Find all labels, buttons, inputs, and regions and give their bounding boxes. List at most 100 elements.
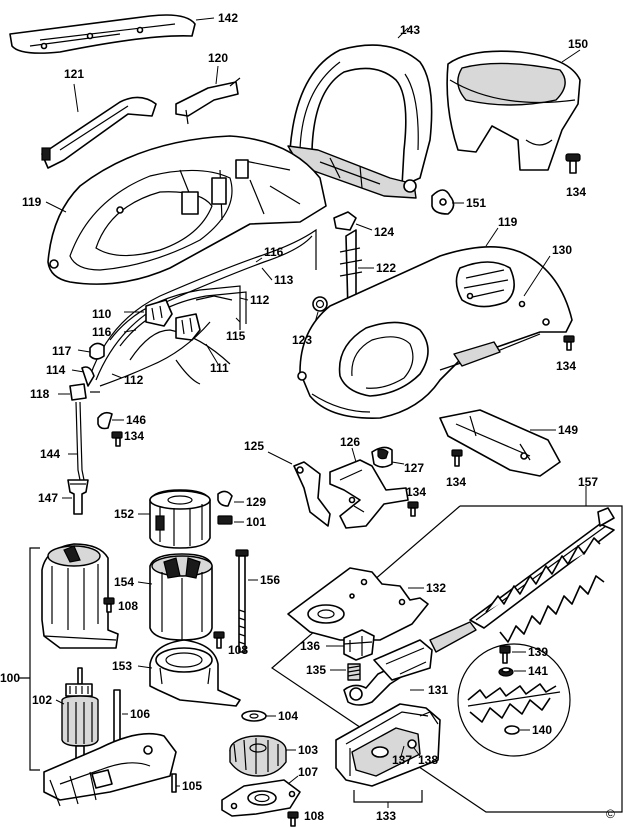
part-136-drive-nut [343, 629, 375, 661]
part-102-armature [61, 667, 99, 763]
part-104-washer [241, 710, 267, 722]
label-132: 132 [426, 581, 446, 595]
part-146-cable-clip [97, 411, 113, 430]
label-134: 134 [566, 185, 586, 199]
label-151: 151 [466, 196, 486, 210]
copyright-mark: © [606, 807, 615, 821]
label-117: 117 [52, 344, 72, 358]
part-157-blade-assembly-frame [271, 486, 623, 813]
label-121: 121 [64, 67, 84, 81]
part-134-screw [111, 431, 123, 447]
label-133: 133 [376, 809, 396, 823]
label-147: 147 [38, 491, 58, 505]
label-118: 118 [30, 387, 50, 401]
label-134: 134 [556, 359, 576, 373]
part-118-cord-guard [69, 383, 100, 401]
label-146: 146 [126, 413, 146, 427]
part-100-motor-assembly-bracket [18, 547, 40, 771]
label-142: 142 [218, 11, 238, 25]
part-127-grommet [371, 446, 393, 468]
label-101: 101 [246, 515, 266, 529]
label-104: 104 [278, 709, 298, 723]
label-103: 103 [298, 743, 318, 757]
label-111: 111 [210, 361, 229, 375]
part-124-switch-button [333, 211, 357, 231]
label-106: 106 [130, 707, 150, 721]
label-105: 105 [182, 779, 202, 793]
part-131-crank [343, 621, 477, 706]
label-152: 152 [114, 507, 134, 521]
part-111-terminal-block [175, 313, 201, 341]
part-156-screw [235, 549, 249, 653]
part-140-washer [504, 725, 520, 735]
label-139: 139 [528, 645, 548, 659]
label-100: 100 [0, 671, 20, 685]
part-144-power-cord [75, 401, 85, 481]
label-110: 110 [92, 307, 112, 321]
label-119: 119 [498, 215, 518, 229]
label-120: 120 [208, 51, 228, 65]
part-121-switch-lever [41, 96, 157, 169]
label-150: 150 [568, 37, 588, 51]
label-136: 136 [300, 639, 320, 653]
part-labels: 142 143 150 121 120 119 134 151 124 119 … [0, 11, 615, 823]
part-119-housing-half-left [47, 135, 327, 285]
label-108: 108 [118, 599, 138, 613]
label-135: 135 [306, 663, 326, 677]
label-129: 129 [246, 495, 266, 509]
part-133-gearbox-housing [335, 703, 441, 787]
part-motor-assembly [41, 543, 119, 649]
label-112: 112 [124, 373, 144, 387]
part-114-cable-sleeve [81, 366, 95, 387]
part-120-latch [175, 77, 241, 125]
label-122: 122 [376, 261, 396, 275]
label-134: 134 [406, 485, 426, 499]
part-107-cover-plate [221, 779, 301, 817]
label-123: 123 [292, 333, 312, 347]
part-154-field-stator [149, 553, 213, 641]
label-144: 144 [40, 447, 60, 461]
label-149: 149 [558, 423, 578, 437]
label-134: 134 [124, 429, 144, 443]
part-blade-detail [467, 683, 561, 723]
part-147-plug-adapter [67, 479, 89, 515]
label-140: 140 [532, 723, 552, 737]
label-107: 107 [298, 765, 318, 779]
label-125: 125 [244, 439, 264, 453]
label-113: 113 [274, 273, 294, 287]
label-157: 157 [578, 475, 598, 489]
label-127: 127 [404, 461, 424, 475]
label-131: 131 [428, 683, 448, 697]
label-154: 154 [114, 575, 134, 589]
label-116: 116 [264, 245, 284, 259]
part-119-housing-half-right [297, 246, 573, 419]
label-114: 114 [46, 363, 66, 377]
part-125-bracket [293, 461, 331, 527]
part-151-knob [431, 189, 455, 215]
label-119: 119 [22, 195, 42, 209]
label-143: 143 [400, 23, 420, 37]
part-134-screw [565, 153, 581, 174]
part-141-spacer [498, 667, 514, 677]
part-135-spring [347, 663, 361, 681]
part-106-pin [113, 689, 121, 747]
label-115: 115 [226, 329, 246, 343]
label-137: 137 [392, 753, 412, 767]
label-130: 130 [552, 243, 572, 257]
label-112: 112 [250, 293, 270, 307]
part-117-cable-clamp [89, 342, 105, 360]
part-129-spring-clip [217, 490, 233, 507]
part-103-gear [229, 735, 287, 777]
label-156: 156 [260, 573, 280, 587]
label-102: 102 [32, 693, 52, 707]
inset-detail-circle [457, 643, 571, 757]
label-126: 126 [340, 435, 360, 449]
part-142-strap [9, 14, 196, 54]
part-123-ring [312, 296, 328, 312]
part-134-screw [563, 335, 575, 351]
part-139-screw [499, 645, 511, 664]
label-138: 138 [418, 753, 438, 767]
part-152-brush-holder [149, 489, 211, 549]
label-153: 153 [112, 659, 132, 673]
